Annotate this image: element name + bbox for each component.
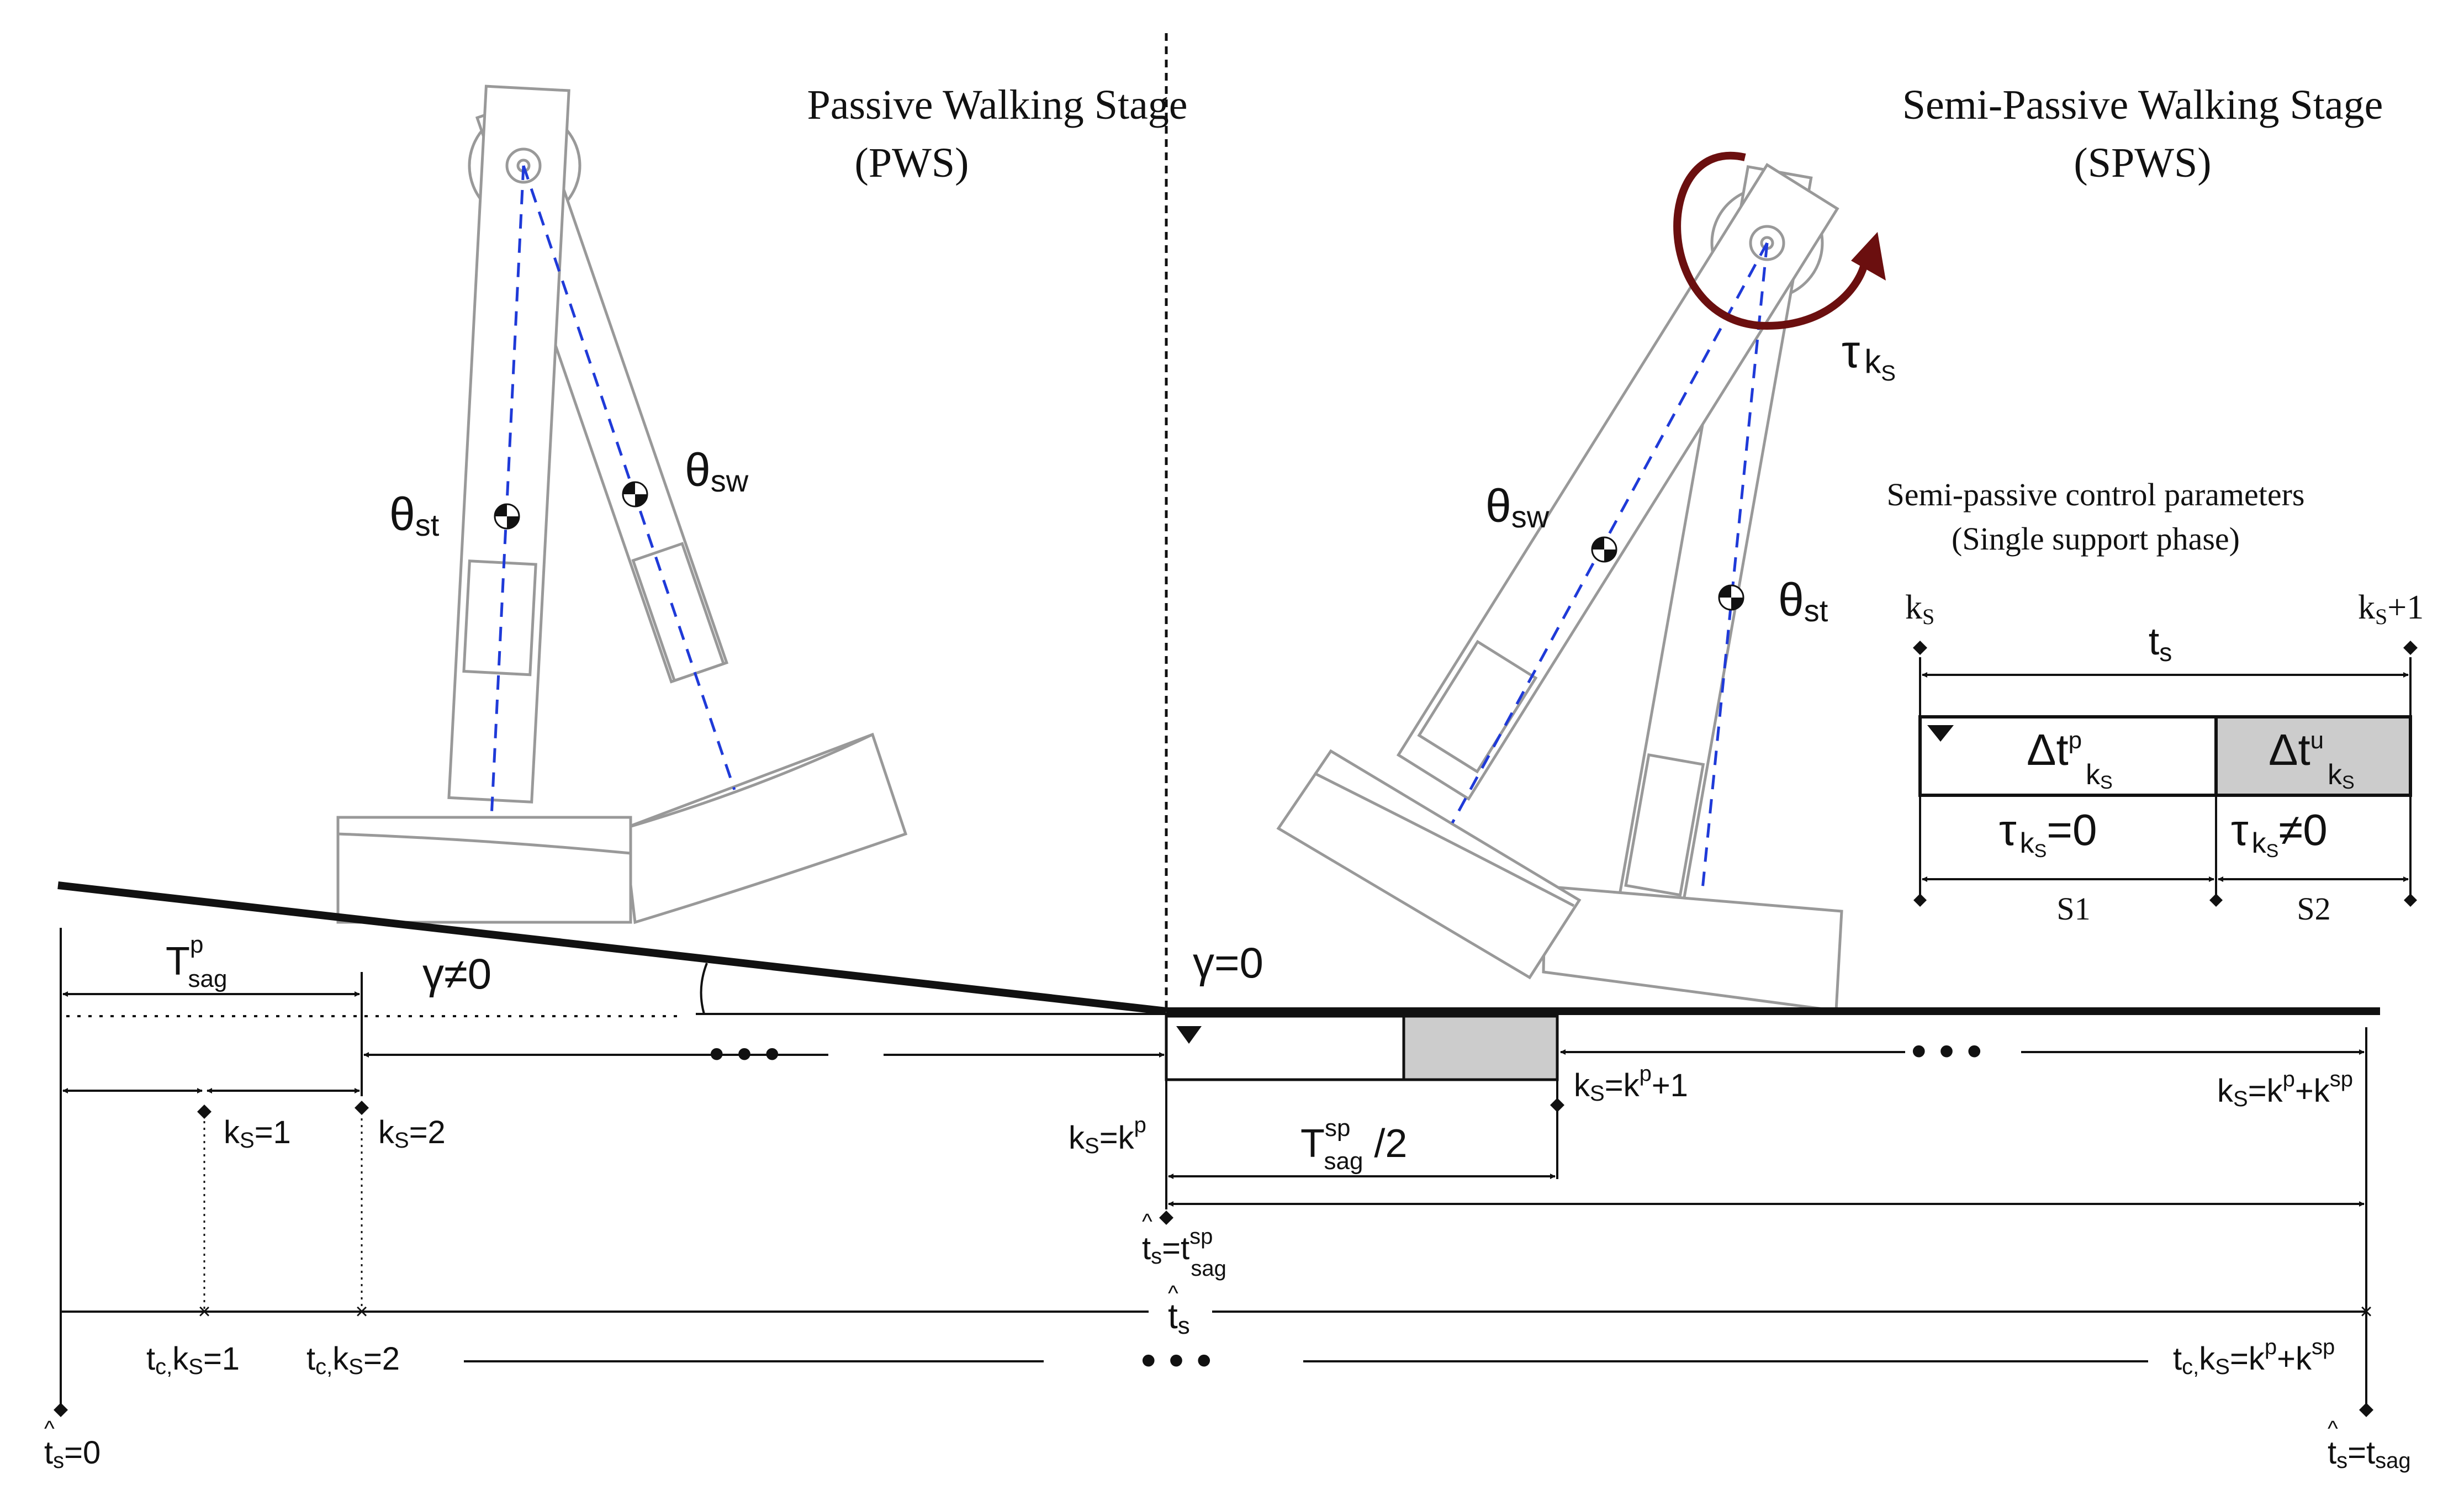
inset-actuated-segment <box>2214 715 2412 797</box>
tc-ks1-label: tc,kS=1 <box>146 1341 240 1379</box>
inset-s1: S1 <box>2056 891 2090 927</box>
ks-eq-kp-label: kS=kp <box>1069 1113 1146 1158</box>
pws-theta-sw: θsw <box>685 444 749 498</box>
ts-hat-caret-4: ^ <box>2328 1417 2338 1441</box>
ks2-label: kS=2 <box>378 1114 446 1153</box>
spws-stance-axis <box>1700 242 1769 895</box>
spws-swing-com-icon <box>1591 536 1617 563</box>
control-params-inset: Semi-passive control parameters (Single … <box>1887 477 2424 927</box>
pws-swing-axis <box>522 165 736 790</box>
inset-s2: S2 <box>2297 891 2330 927</box>
inset-k-start: kS <box>1905 589 1934 629</box>
sp-actuated-segment <box>1402 1015 1559 1081</box>
ts-tsag-label: ts=tsag <box>2328 1435 2411 1473</box>
ks1-label: kS=1 <box>224 1114 291 1153</box>
sp-passive-segment <box>1165 1015 1405 1081</box>
inset-marker-icon <box>1927 725 1954 742</box>
sp-marker-icon <box>1176 1026 1202 1044</box>
pws-title: Passive Walking Stage <box>807 82 1187 128</box>
spws-theta-st: θst <box>1778 574 1828 628</box>
cross-3-icon: × <box>2360 1299 2372 1324</box>
spws-abbr: (SPWS) <box>2074 140 2211 186</box>
ks-eq-kp-plus1-label: kS=kp+1 <box>1574 1061 1688 1106</box>
inset-delta-u: Δtu <box>2269 725 2324 774</box>
inset-delta-p-sub: kS <box>2086 759 2113 793</box>
inset-k-end: kS+1 <box>2358 589 2424 629</box>
passive-dots: • • • <box>709 1029 780 1078</box>
inset-delta-u-sub: kS <box>2328 759 2355 793</box>
torque-arrow-icon <box>1673 152 1869 330</box>
cross-2-icon: × <box>355 1299 368 1324</box>
pws-theta-st: θst <box>389 488 440 542</box>
ts-hat-caret-1: ^ <box>1142 1209 1152 1234</box>
pws-swing-com-icon <box>622 481 648 508</box>
tc-final-label: tc,kS=kp+ksp <box>2173 1335 2335 1379</box>
inset-subtitle: (Single support phase) <box>1952 521 2240 557</box>
tc-ks2-label: tc,kS=2 <box>306 1341 400 1379</box>
torque-arrowhead-icon <box>1851 232 1886 281</box>
ts-hat-caret-3: ^ <box>44 1417 55 1441</box>
spws-theta-sw: θsw <box>1485 480 1550 534</box>
pws-stance-axis <box>490 165 525 818</box>
spws-stance-com-icon <box>1718 584 1744 611</box>
spws-title: Semi-Passive Walking Stage <box>1902 82 2383 128</box>
ts-zero-label: ts=0 <box>44 1435 101 1473</box>
semi-passive-dots: • • • <box>1911 1026 1982 1075</box>
ks-eq-kp-ksp-label: kS=kp+ksp <box>2217 1067 2353 1111</box>
pws-robot <box>336 84 908 924</box>
pws-stance-com-icon <box>494 503 520 530</box>
gamma-nonzero: γ≠0 <box>422 949 491 998</box>
spws-swing-axis <box>1451 242 1769 824</box>
inset-delta-p: Δtpc, <box>2027 725 2090 788</box>
inset-title: Semi-passive control parameters <box>1887 477 2305 512</box>
slope-ground <box>57 881 1167 1015</box>
pws-abbr: (PWS) <box>855 140 969 186</box>
gamma-zero: γ=0 <box>1193 938 1263 987</box>
ts-hat-axis-label: ts <box>1168 1296 1190 1339</box>
bottom-dots: • • • <box>1141 1335 1212 1385</box>
slope-angle-arc <box>700 963 708 1015</box>
cross-1-icon: × <box>198 1299 210 1324</box>
inset-ts-label: ts <box>2149 620 2172 667</box>
spws-robot <box>1276 163 1843 1012</box>
ts-hat-caret-2: ^ <box>1168 1281 1178 1306</box>
